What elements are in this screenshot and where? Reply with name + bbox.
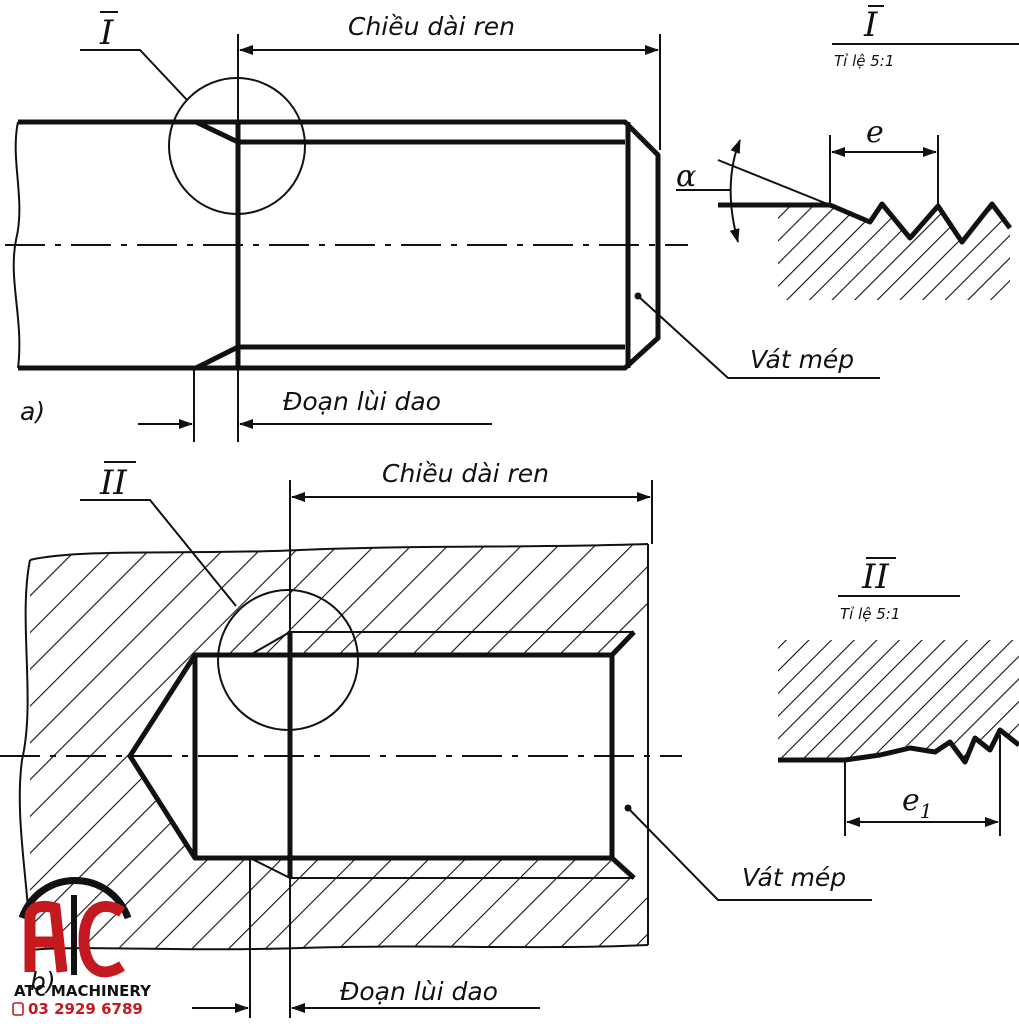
runout-label-a: Đoạn lùi dao (283, 387, 441, 416)
detail-II-scale: Tỉ lệ 5:1 (840, 605, 900, 623)
body-break-top (29, 543, 649, 561)
detail-II-e-subscript: 1 (920, 799, 933, 823)
detail-II-material (778, 640, 1019, 762)
logo-brand-text: ATC MACHINERY (14, 982, 152, 1000)
shaft-outline (18, 119, 661, 371)
shaft-break-line (12, 121, 21, 369)
hole-outline (127, 652, 612, 861)
detail-circle-II (217, 589, 359, 731)
runout-taper-bottom-b (249, 857, 291, 879)
detail-I-title: I (863, 5, 878, 45)
panel-label-a: a) (20, 397, 45, 426)
body-section (30, 544, 648, 950)
thread-length-label: Chiều dài ren (348, 12, 515, 41)
detail-circle-I (168, 77, 306, 215)
runout-label-b: Đoạn lùi dao (340, 977, 498, 1006)
logo-phone-text: 03 2929 6789 (28, 1000, 143, 1018)
detail-II-title: II (861, 557, 889, 597)
logo-c-icon (78, 901, 125, 978)
detail-leader-II (80, 499, 237, 607)
chamfer-label-b: Vát mép (742, 863, 846, 892)
body-break-left (18, 559, 31, 951)
runout-taper-top (194, 119, 240, 145)
chamfer-bottom-b (610, 856, 636, 880)
runout-taper-top-b (249, 631, 291, 656)
body-break-bottom (29, 944, 649, 951)
figure-b: Chiều dài ren II Đoạn lùi dao Vát mép b) (0, 459, 872, 1018)
detail-II-profile (778, 727, 1019, 765)
detail-II: II Tỉ lệ 5:1 e1 (778, 557, 1019, 836)
detail-I-e-symbol: e (866, 115, 884, 150)
chamfer-top-b (610, 630, 636, 657)
detail-II-e-symbol: e (902, 783, 920, 818)
phone-icon (12, 1002, 24, 1016)
detail-I-angle-line (717, 159, 831, 206)
detail-I: I Tỉ lệ 5:1 α e (676, 5, 1019, 300)
atc-logo: ATC MACHINERY 03 2929 6789 (12, 877, 152, 1018)
logo-arc-icon (18, 877, 132, 920)
detail-I-alpha-symbol: α (676, 159, 696, 194)
logo-a-icon (24, 900, 68, 973)
detail-I-scale: Tỉ lệ 5:1 (834, 52, 894, 70)
detail-leader-I (80, 49, 188, 101)
chamfer-label-a: Vát mép (750, 345, 854, 374)
chamfer-leader-b (627, 807, 872, 901)
detail-marker-I: I (99, 13, 114, 53)
thread-length-label-b: Chiều dài ren (382, 459, 549, 488)
detail-II-e1-symbol: e1 (902, 783, 933, 823)
figure-a: Chiều dài ren I Đoạn lùi dao Vát mép a) (5, 11, 880, 442)
detail-I-profile (718, 201, 1012, 245)
detail-I-angle-arc (729, 139, 741, 243)
chamfer-leader-a (637, 295, 880, 379)
runout-taper-bottom (194, 344, 240, 371)
detail-marker-II: II (99, 463, 127, 503)
